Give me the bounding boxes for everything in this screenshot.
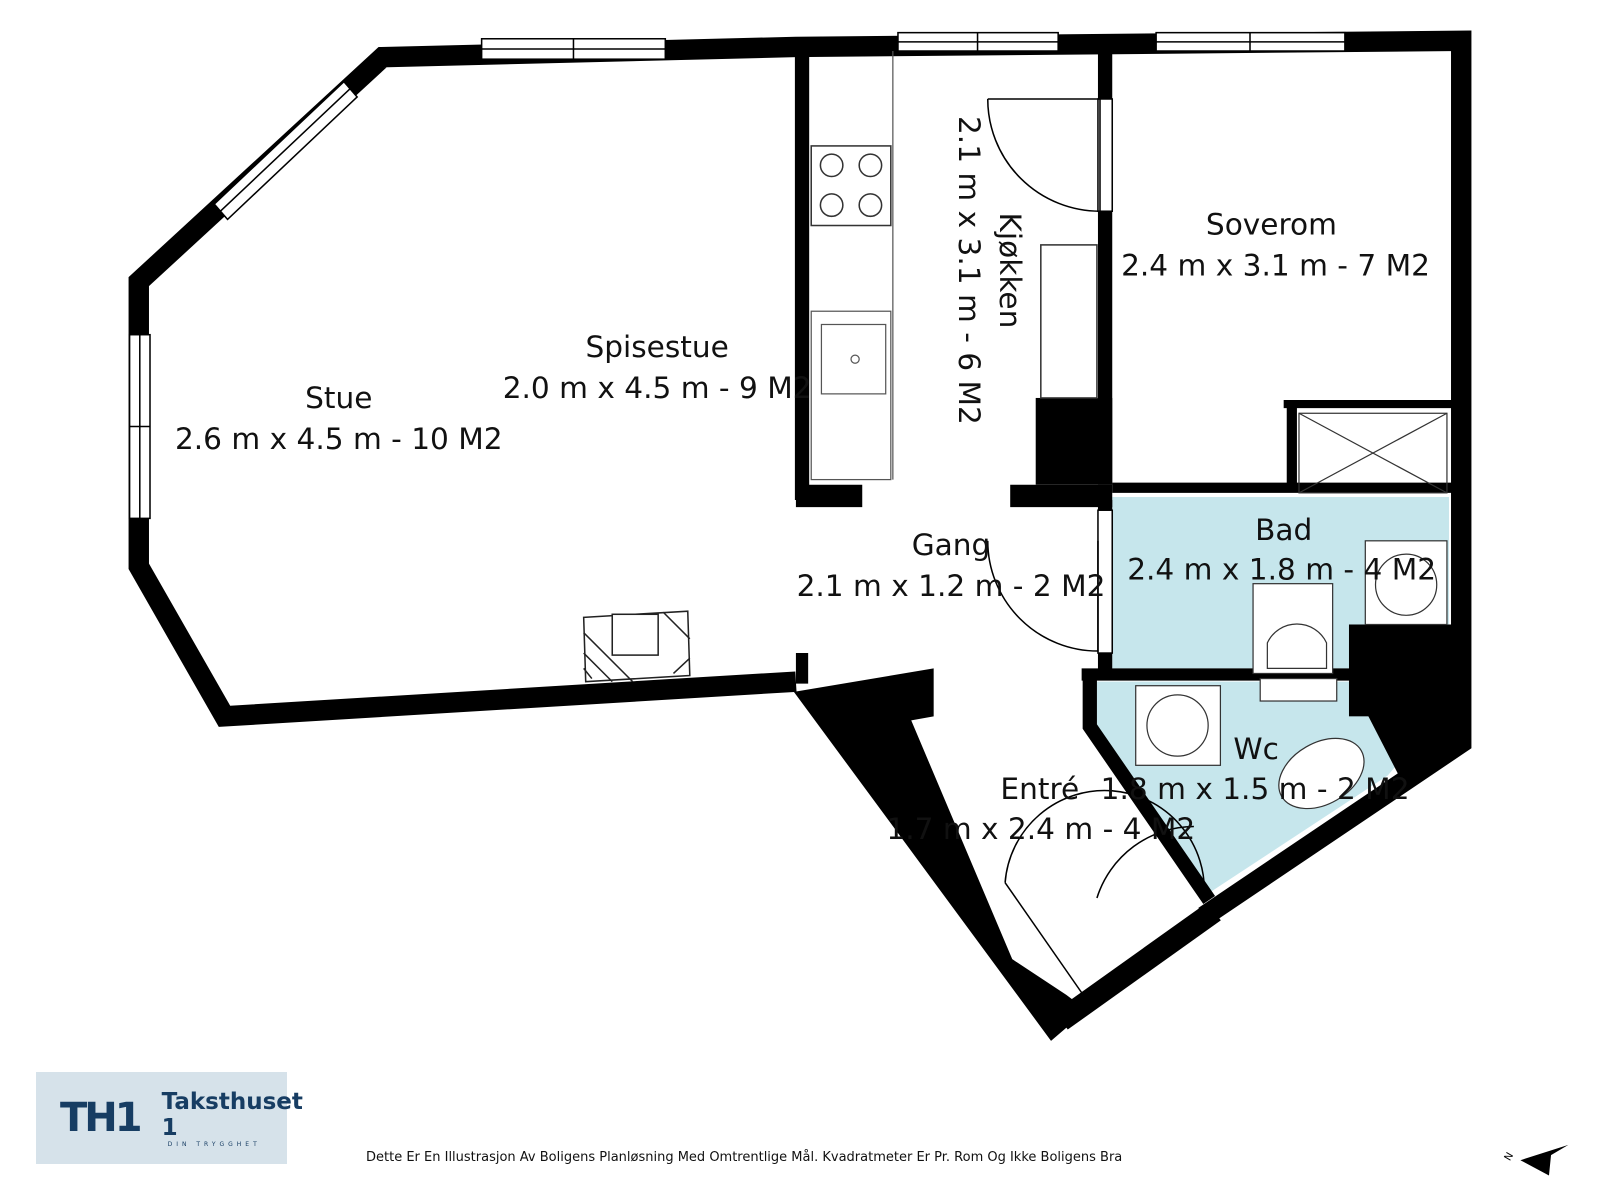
shower-icon	[1298, 412, 1448, 494]
room-dims-spisestue: 2.0 m x 4.5 m - 9 M2	[503, 371, 812, 405]
room-dims-stue: 2.6 m x 4.5 m - 10 M2	[175, 422, 503, 456]
room-dims-soverom: 2.4 m x 3.1 m - 7 M2	[1121, 249, 1430, 283]
room-name-spisestue: Spisestue	[585, 330, 728, 364]
sink-icon	[1135, 540, 1448, 766]
doors	[986, 98, 1206, 1001]
fireplace-icon	[582, 610, 691, 683]
room-dims-bad: 2.4 m x 1.8 m - 4 M2	[1127, 553, 1436, 587]
room-dims-kjokken: 2.1 m x 3.1 m - 6 M2	[952, 116, 986, 425]
room-name-kjokken: Kjøkken	[993, 212, 1027, 328]
compass-label: N	[1503, 1151, 1516, 1163]
logo-mark: TH1	[60, 1095, 143, 1141]
disclaimer: Dette Er En Illustrasjon Av Boligens Pla…	[366, 1150, 1123, 1165]
kitchen-wall-block	[1035, 397, 1113, 485]
room-name-wc: Wc	[1233, 732, 1279, 766]
north-arrow-icon: N	[1503, 1144, 1569, 1176]
room-dims-wc: 1.8 m x 1.5 m - 2 M2	[1101, 772, 1410, 806]
room-name-soverom: Soverom	[1206, 208, 1337, 242]
entre-outer-wall	[1054, 902, 1221, 1030]
wc-corner-wall	[1367, 714, 1467, 784]
room-name-entre: Entré	[1000, 772, 1079, 806]
toilet-icon	[1252, 583, 1365, 810]
fridge	[1040, 244, 1098, 399]
stove-icon	[810, 145, 892, 227]
room-name-stue: Stue	[305, 381, 372, 415]
logo-tagline: DIN TRYGGHET	[167, 1140, 261, 1148]
counter	[810, 51, 894, 481]
logo-name: Taksthuset 1	[161, 1088, 303, 1141]
bath-wall-block	[1348, 624, 1467, 717]
room-name-bad: Bad	[1255, 513, 1312, 547]
windows	[128, 31, 1346, 654]
room-labels: Stue 2.6 m x 4.5 m - 10 M2 Spisestue 2.0…	[175, 116, 1436, 846]
room-name-gang: Gang	[912, 528, 991, 562]
entre-wall	[793, 668, 1087, 1041]
room-dims-entre: 1.7 m x 2.4 m - 4 M2	[886, 812, 1195, 846]
bad-floor	[1112, 496, 1449, 669]
outer-wall	[128, 30, 1472, 925]
room-dims-gang: 2.1 m x 1.2 m - 2 M2	[797, 569, 1106, 603]
company-logo: TH1 Taksthuset 1 DIN TRYGGHET	[36, 1072, 303, 1164]
